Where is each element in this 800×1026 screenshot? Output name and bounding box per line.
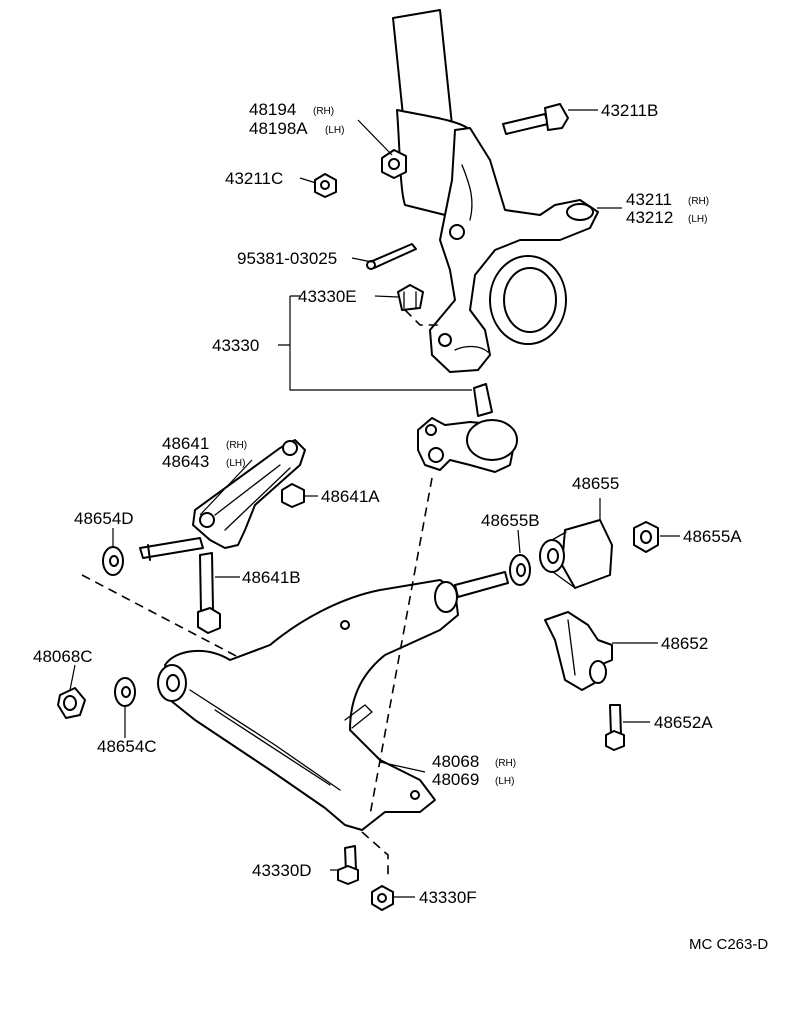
nut-43211C[interactable] <box>314 173 337 198</box>
label-48654D: 48654D <box>74 509 134 528</box>
label-48194: 48194 <box>249 100 296 119</box>
diagram-code: MC C263-D <box>689 936 768 953</box>
bolt-48652A[interactable] <box>605 704 625 751</box>
label-95381-03025: 95381-03025 <box>237 249 337 268</box>
label-48641A: 48641A <box>321 487 380 506</box>
label-48069: 48069 <box>432 770 479 789</box>
nut-48194[interactable] <box>381 149 407 179</box>
bolt-48641B[interactable] <box>197 552 221 634</box>
nut-48641A[interactable] <box>281 483 305 508</box>
label-48198A: 48198A <box>249 119 308 138</box>
label-48068: 48068 <box>432 752 479 771</box>
label-43211B: 43211B <box>601 101 658 120</box>
alignment-dashline-bottom <box>361 831 389 880</box>
label-48654C: 48654C <box>97 737 157 756</box>
label-48194-side: (RH) <box>313 106 334 117</box>
washer-48655B[interactable] <box>509 554 531 586</box>
alignment-dashline-balljoint <box>369 477 433 816</box>
label-48069-side: (LH) <box>495 776 514 787</box>
steering-knuckle-assembly[interactable] <box>392 9 599 373</box>
alignment-dashline-knuckle <box>404 309 438 326</box>
bushing-48655[interactable] <box>539 519 613 589</box>
label-43212-side: (LH) <box>688 214 707 225</box>
collar-48068C[interactable] <box>57 687 86 719</box>
label-43211-side: (RH) <box>688 196 709 207</box>
label-43330: 43330 <box>212 336 259 355</box>
label-48655: 48655 <box>572 474 619 493</box>
label-48068-side: (RH) <box>495 758 516 769</box>
label-48198A-side: (LH) <box>325 125 344 136</box>
part-labels: 48194 (RH) 48198A (LH) 43211B 43211C 432… <box>33 100 768 953</box>
ball-joint[interactable] <box>417 383 518 473</box>
label-48655B: 48655B <box>481 511 540 530</box>
washer-48654D[interactable] <box>102 546 124 576</box>
strut-bar-bracket[interactable] <box>139 439 306 561</box>
label-43330E: 43330E <box>298 287 357 306</box>
bracket-48652[interactable] <box>544 611 613 691</box>
nut-48655A[interactable] <box>633 521 659 553</box>
lower-control-arm[interactable] <box>157 571 509 831</box>
label-43330F: 43330F <box>419 888 477 907</box>
label-48641B: 48641B <box>242 568 301 587</box>
bolt-43330D[interactable] <box>337 845 359 885</box>
cotter-pin-95381[interactable] <box>366 243 417 270</box>
label-48643-side: (LH) <box>226 458 245 469</box>
label-43211: 43211 <box>626 190 672 209</box>
label-43330D: 43330D <box>252 861 312 880</box>
label-48652A: 48652A <box>654 713 713 732</box>
washer-48654C[interactable] <box>114 677 136 707</box>
label-48652: 48652 <box>661 634 708 653</box>
label-43212: 43212 <box>626 208 673 227</box>
label-43211C: 43211C <box>225 169 283 188</box>
label-48643: 48643 <box>162 452 209 471</box>
leader-lines <box>69 109 680 898</box>
nut-43330F[interactable] <box>371 885 394 911</box>
castle-nut-43330E[interactable] <box>397 284 424 311</box>
label-48641: 48641 <box>162 434 209 453</box>
label-48655A: 48655A <box>683 527 742 546</box>
label-48641-side: (RH) <box>226 440 247 451</box>
label-48068C: 48068C <box>33 647 93 666</box>
bolt-43211B[interactable] <box>502 103 569 135</box>
